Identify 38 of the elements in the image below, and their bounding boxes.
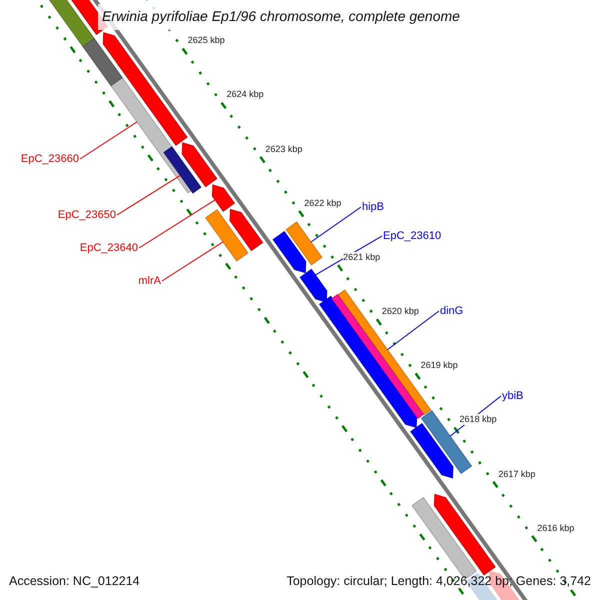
tick-label: 2625 kbp: [188, 35, 225, 46]
gene-label: mlrA: [138, 274, 161, 288]
tick-label: 2617 kbp: [498, 468, 536, 480]
tick-label: 2621 kbp: [343, 252, 380, 263]
gene-label: EpC_23650: [58, 208, 116, 222]
gene-feature: [102, 32, 188, 146]
gene-label: EpC_23610: [383, 230, 442, 242]
tick-label: 2622 kbp: [304, 198, 342, 209]
gene-bar: [205, 209, 248, 262]
gene-feature: [272, 231, 306, 274]
leader-line: [138, 199, 216, 248]
gene-feature: [300, 268, 328, 303]
leader-line: [80, 121, 138, 160]
tick-label: 2616 kbp: [537, 522, 574, 534]
gene-bar: [286, 222, 322, 266]
gene-feature: [319, 296, 418, 428]
gene-bar: [82, 38, 123, 86]
tick-label: 2624 kbp: [226, 89, 264, 100]
gene-label: hipB: [362, 200, 384, 214]
gene-feature: [230, 208, 264, 252]
genome-info: Topology: circular; Length: 4,026,322 bp; Genes: 3,742: [286, 575, 591, 588]
gene-label: EpC_23640: [80, 242, 138, 254]
gene-feature: [410, 422, 454, 479]
tick-label: 2620 kbp: [382, 306, 419, 318]
tick-label: 2619 kbp: [420, 360, 458, 372]
tick-label: 2618 kbp: [460, 414, 497, 426]
gene-feature: [212, 184, 235, 212]
gene-feature: [182, 142, 218, 188]
map-title: Erwinia pyrifoliae Ep1/96 chromosome, complete genome: [102, 10, 460, 23]
tick-label: 2623 kbp: [265, 144, 302, 155]
accession-text: Accession: NC_012214: [9, 575, 140, 588]
gene-feature: [434, 494, 496, 576]
leader-line: [387, 310, 440, 350]
gene-label: EpC_23660: [20, 152, 79, 166]
leader-line: [162, 241, 224, 282]
gene-label: ybiB: [502, 390, 524, 402]
gene-label: dinG: [440, 304, 464, 318]
leader-line: [310, 206, 362, 243]
